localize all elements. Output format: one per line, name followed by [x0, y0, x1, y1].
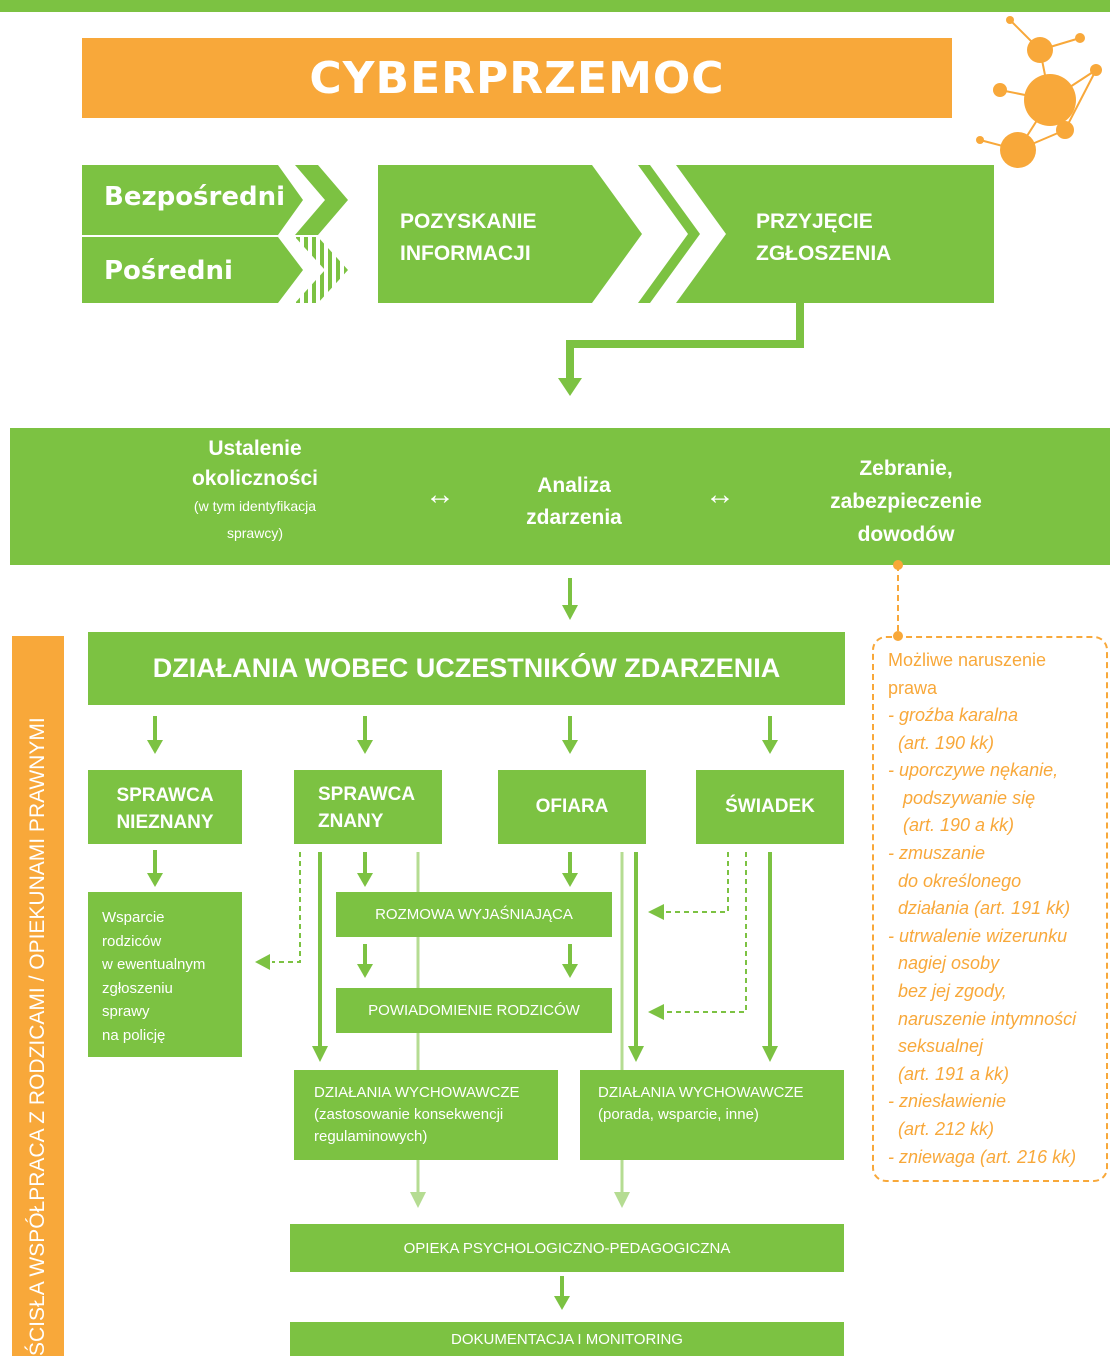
side-label: ŚCISŁA WSPÓŁPRACA Z RODZICAMI / OPIEKUNA…: [26, 717, 49, 1356]
actions-title: DZIAŁANIA WOBEC UCZESTNIKÓW ZDARZENIA: [152, 653, 781, 683]
analysis-band: [10, 428, 1110, 565]
intake-step-2: PRZYJĘCIE ZGŁOSZENIA: [756, 210, 892, 265]
list-item: - zmuszanie: [888, 842, 986, 863]
intake-chevron-icon: [592, 165, 688, 303]
list-item: naruszenie intymności: [888, 1008, 1077, 1029]
page-title: CYBERPRZEMOC: [309, 52, 725, 104]
documentation-box: [290, 1322, 844, 1356]
evidence-label: Zebranie, zabezpieczenie dowodów: [830, 457, 982, 546]
intake-to-analysis-connector: [566, 303, 804, 382]
notify-parents-label: POWIADOMIENIE RODZICÓW: [368, 1002, 580, 1019]
list-item: - utrwalenie wizerunku: [888, 925, 1068, 946]
indirect-chevron-icon: [295, 237, 348, 303]
direct-source-label: Bezpośredni: [104, 182, 286, 212]
educational-right-box: [580, 1070, 844, 1160]
bidirectional-arrow-icon: ↔: [705, 478, 735, 511]
list-item: (art. 190 kk): [888, 732, 995, 753]
educational-left-label: DZIAŁANIA WYCHOWAWCZE (zastosowanie kons…: [314, 1084, 520, 1145]
top-accent-bar: [0, 0, 1110, 12]
witness-box: [696, 770, 844, 844]
list-item: podszywanie się: [888, 787, 1036, 808]
educational-left-box: [294, 1070, 558, 1160]
parent-support-text: Wsparcie rodziców w ewentualnym zgłoszen…: [102, 909, 206, 1044]
indirect-source-arrow: [82, 237, 303, 303]
educational-right-label: DZIAŁANIA WYCHOWAWCZE (porada, wsparcie,…: [598, 1084, 804, 1123]
direct-chevron-icon: [295, 165, 348, 235]
network-decoration-icon: [976, 16, 1102, 168]
psych-care-label: OPIEKA PSYCHOLOGICZNO-PEDAGOGICZNA: [403, 1239, 731, 1257]
explanatory-talk-label: ROZMOWA WYJAŚNIAJĄCA: [375, 906, 573, 923]
circumstances-label: Ustalenie okoliczności (w tym identyfika…: [191, 437, 319, 541]
indirect-source-label: Pośredni: [104, 256, 233, 286]
unknown-perpetrator-label: SPRAWCA NIEZNANY: [116, 785, 214, 833]
documentation-label: DOKUMENTACJA I MONITORING: [451, 1330, 683, 1348]
bidirectional-arrow-icon: ↔: [425, 478, 455, 511]
side-label-bar: [12, 636, 64, 1356]
list-item: (art. 190 a kk): [888, 815, 1015, 836]
legal-heading: Możliwe naruszenie prawa: [888, 650, 1047, 698]
legal-list: - groźba karalna (art. 190 kk) - uporczy…: [888, 702, 1076, 1171]
actions-box: [88, 632, 845, 705]
list-item: do określonego: [888, 870, 1022, 891]
witness-label: ŚWIADEK: [725, 796, 815, 817]
notify-parents-box: [336, 988, 612, 1033]
unknown-perpetrator-box: [88, 770, 242, 844]
list-item: - zniewaga (art. 216 kk): [888, 1146, 1077, 1167]
list-item: seksualnej: [888, 1036, 984, 1057]
list-item: - uporczywe nękanie,: [888, 760, 1059, 781]
victim-label: OFIARA: [535, 796, 609, 817]
victim-box: [498, 770, 646, 844]
known-perpetrator-label: SPRAWCA ZNANY: [318, 784, 416, 832]
list-item: (art. 191 a kk): [888, 1063, 1010, 1084]
list-item: działania (art. 191 kk): [888, 898, 1071, 919]
list-item: - groźba karalna: [888, 705, 1019, 725]
known-perpetrator-box: [294, 770, 442, 844]
list-item: (art. 212 kk): [888, 1118, 995, 1139]
psych-care-box: [290, 1224, 844, 1272]
list-item: - zniesławienie: [888, 1091, 1007, 1112]
intake-step-1: POZYSKANIE INFORMACJI: [400, 210, 537, 265]
event-analysis-label: Analiza zdarzenia: [526, 474, 622, 529]
explanatory-talk-box: [336, 892, 612, 937]
legal-violations-box: [872, 636, 1108, 1182]
title-banner: [82, 38, 952, 118]
list-item: bez jej zgody,: [888, 980, 1007, 1001]
list-item: nagiej osoby: [888, 953, 1000, 974]
direct-source-arrow: [82, 165, 303, 235]
parent-support-box: [88, 892, 242, 1057]
